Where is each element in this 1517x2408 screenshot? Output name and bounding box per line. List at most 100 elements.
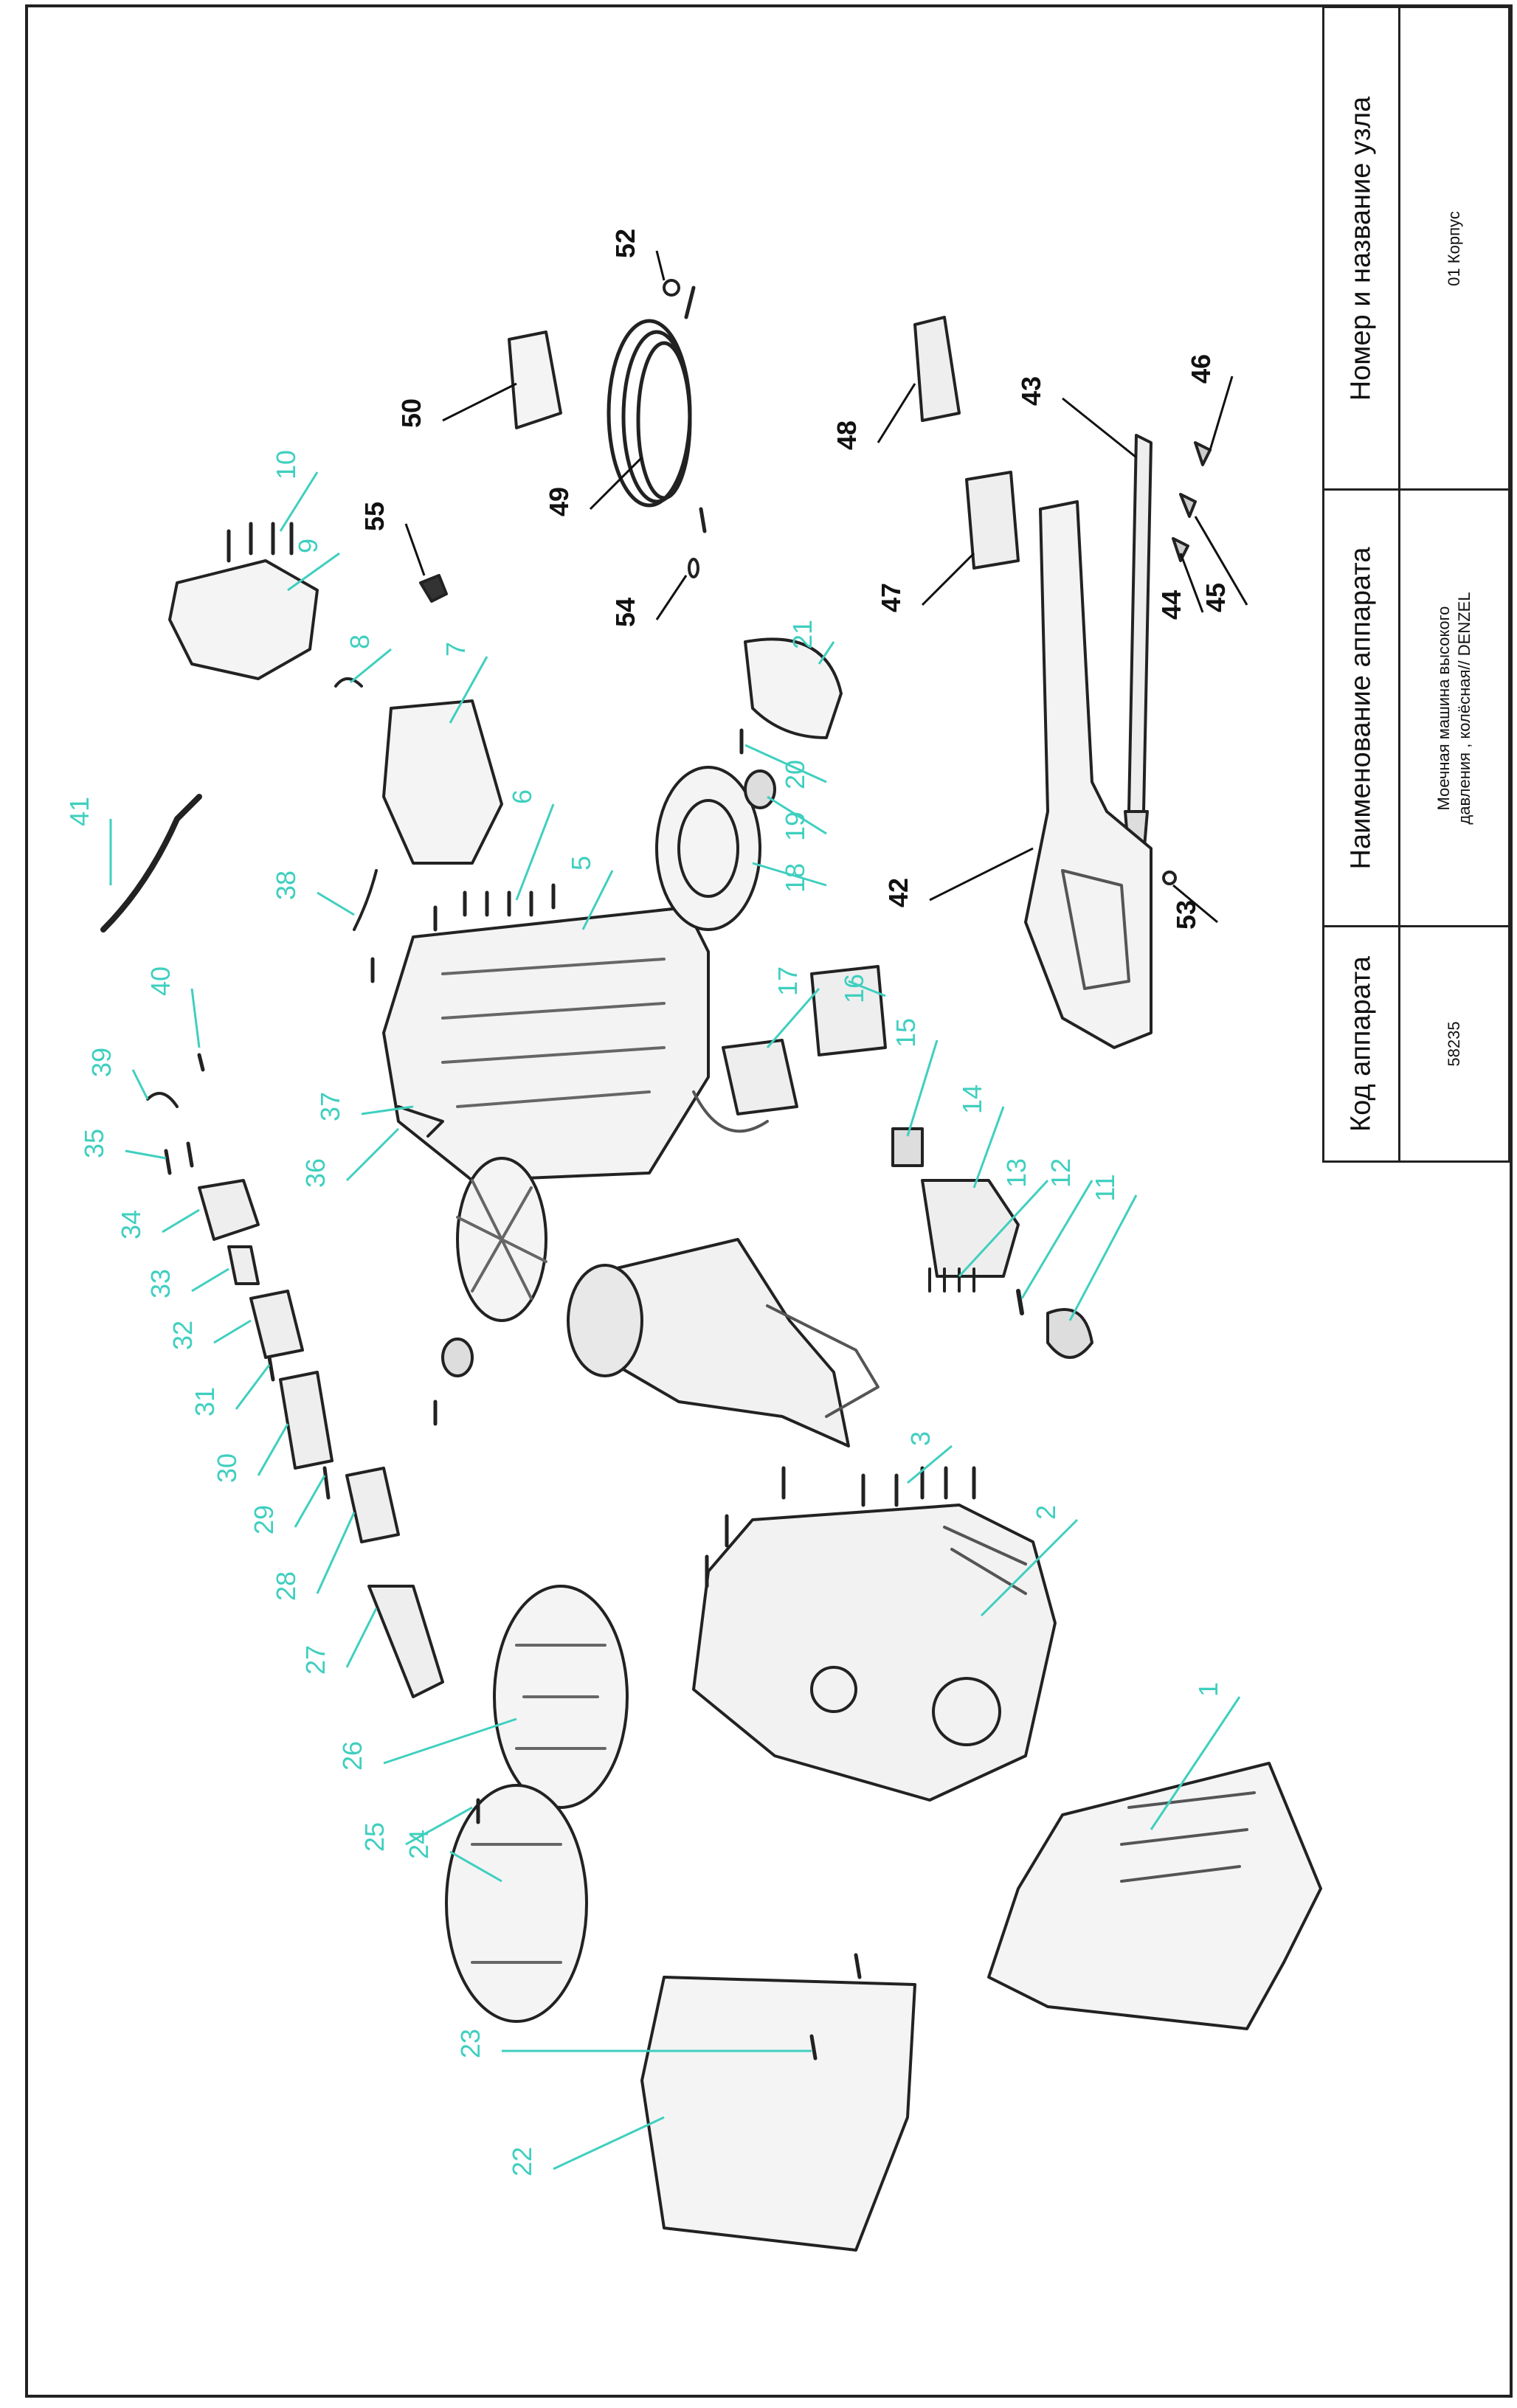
leader-line-52 bbox=[655, 250, 666, 281]
leader-line-28 bbox=[316, 1512, 356, 1594]
part-wheel-24 bbox=[445, 1784, 588, 2023]
leader-line-8 bbox=[350, 648, 392, 684]
part-screw-23 bbox=[809, 2034, 818, 2061]
callout-40: 40 bbox=[145, 966, 176, 996]
callout-19: 19 bbox=[780, 812, 810, 841]
value-name-text: Моечная машина высокого давления , колёс… bbox=[1434, 592, 1475, 824]
callout-5: 5 bbox=[566, 856, 596, 871]
leader-line-18 bbox=[752, 862, 827, 887]
leader-line-29 bbox=[294, 1475, 326, 1528]
leader-line-43 bbox=[1062, 397, 1137, 459]
leader-line-46 bbox=[1209, 376, 1234, 451]
callout-28: 28 bbox=[271, 1571, 301, 1601]
callout-10: 10 bbox=[271, 450, 301, 480]
callout-35: 35 bbox=[79, 1129, 109, 1158]
part-pin-12 bbox=[1016, 1289, 1024, 1315]
leader-line-25 bbox=[405, 1806, 473, 1846]
leader-line-37 bbox=[361, 1105, 414, 1115]
callout-14: 14 bbox=[957, 1084, 987, 1114]
leader-line-15 bbox=[906, 1039, 939, 1137]
part-grommet-11 bbox=[1046, 1308, 1093, 1359]
callout-24: 24 bbox=[404, 1830, 434, 1859]
part-hose bbox=[607, 286, 707, 533]
callout-32: 32 bbox=[167, 1321, 198, 1350]
callout-21: 21 bbox=[787, 620, 818, 649]
title-block-value-name: Моечная машина высокого давления , колёс… bbox=[1398, 488, 1510, 927]
callout-27: 27 bbox=[300, 1645, 331, 1675]
callout-48: 48 bbox=[832, 421, 862, 450]
leader-line-42 bbox=[929, 847, 1034, 902]
part-lance bbox=[1127, 434, 1153, 813]
callout-22: 22 bbox=[507, 2147, 537, 2176]
part-oring-52 bbox=[663, 279, 680, 297]
callout-29: 29 bbox=[249, 1505, 279, 1535]
callout-7: 7 bbox=[440, 642, 471, 657]
part-spring-29 bbox=[322, 1466, 331, 1500]
leader-line-47 bbox=[921, 552, 975, 606]
leader-line-36 bbox=[345, 1127, 400, 1182]
callout-16: 16 bbox=[839, 974, 869, 1003]
callout-54: 54 bbox=[610, 598, 640, 627]
leader-line-31 bbox=[235, 1364, 271, 1410]
leader-line-1 bbox=[1150, 1696, 1241, 1830]
leader-line-32 bbox=[213, 1319, 252, 1344]
leader-line-19 bbox=[767, 795, 827, 835]
callout-39: 39 bbox=[86, 1048, 117, 1077]
callout-49: 49 bbox=[544, 487, 574, 516]
header-code-text: Код аппарата bbox=[1345, 955, 1377, 1132]
part-cap-28 bbox=[345, 1467, 400, 1543]
leader-line-44 bbox=[1179, 553, 1204, 613]
part-55 bbox=[419, 574, 448, 603]
callout-30: 30 bbox=[212, 1453, 242, 1483]
leader-line-33 bbox=[191, 1267, 229, 1293]
part-hose-41 bbox=[100, 794, 202, 933]
leader-line-26 bbox=[383, 1717, 517, 1765]
part-screw-35 bbox=[164, 1141, 194, 1175]
callout-11: 11 bbox=[1090, 1174, 1120, 1201]
callout-9: 9 bbox=[293, 539, 323, 553]
callout-26: 26 bbox=[337, 1741, 367, 1771]
part-nozzle-45 bbox=[1179, 493, 1197, 518]
part-nozzle-44 bbox=[1172, 537, 1189, 562]
leader-line-2 bbox=[980, 1518, 1079, 1617]
value-code-text: 58235 bbox=[1445, 1021, 1463, 1067]
screws-3 bbox=[705, 1466, 976, 1588]
part-block-32 bbox=[249, 1290, 304, 1359]
callout-17: 17 bbox=[773, 966, 803, 996]
title-block-header-name: Наименование аппарата bbox=[1322, 488, 1400, 927]
leader-line-35 bbox=[125, 1149, 167, 1160]
callout-6: 6 bbox=[507, 789, 537, 804]
callout-53: 53 bbox=[1171, 900, 1201, 930]
value-node-text: 01 Корпус bbox=[1445, 210, 1463, 286]
callout-34: 34 bbox=[116, 1210, 146, 1239]
part-nozzle bbox=[965, 471, 1020, 570]
callout-8: 8 bbox=[345, 634, 375, 649]
callout-3: 3 bbox=[905, 1431, 936, 1446]
part-adapter bbox=[913, 316, 961, 422]
leader-line-6 bbox=[515, 803, 555, 901]
leader-line-34 bbox=[162, 1208, 200, 1234]
leader-line-12 bbox=[1020, 1180, 1093, 1299]
leader-line-30 bbox=[257, 1423, 289, 1476]
callout-31: 31 bbox=[190, 1387, 220, 1416]
part-clip bbox=[334, 677, 363, 688]
header-name-text: Наименование аппарата bbox=[1345, 547, 1377, 869]
leader-line-11 bbox=[1068, 1194, 1138, 1321]
part-filter bbox=[508, 331, 562, 429]
value-name-line2: давления , колёсная// DENZEL bbox=[1455, 591, 1473, 825]
part-main-frame bbox=[382, 906, 710, 1182]
leader-line-10 bbox=[279, 471, 319, 532]
part-gun bbox=[1024, 500, 1153, 1049]
part-washer-19 bbox=[744, 769, 776, 809]
part-nozzle-46 bbox=[1194, 441, 1212, 466]
callout-42: 42 bbox=[883, 878, 913, 907]
callout-13: 13 bbox=[1001, 1158, 1032, 1188]
title-block-value-code: 58235 bbox=[1398, 925, 1510, 1163]
callout-47: 47 bbox=[876, 583, 906, 612]
screws-6 bbox=[370, 883, 556, 983]
callout-55: 55 bbox=[359, 502, 390, 531]
leader-line-49 bbox=[589, 456, 643, 511]
leader-line-5 bbox=[581, 870, 614, 930]
callout-37: 37 bbox=[315, 1092, 345, 1121]
